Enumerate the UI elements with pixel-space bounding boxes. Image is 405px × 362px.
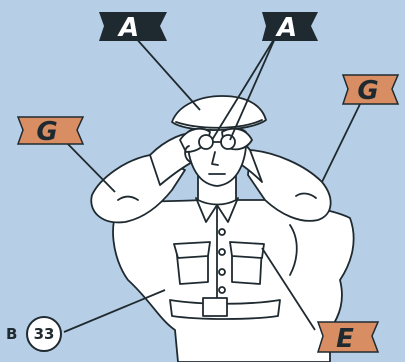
left-pocket-flap [174,242,210,258]
flag-a-left: A [99,12,167,43]
binocular-right-lens [221,135,235,149]
shirt-button [219,269,225,275]
flag-g-left: G [18,117,83,147]
flag-g-left-label: G [36,117,57,147]
flag-a-left-label: A [117,13,139,43]
flag-g-right: G [343,75,398,106]
flag-a-right-label: A [275,13,297,43]
flag-e-bottom: E [318,322,378,354]
right-pocket-flap [230,242,264,258]
shirt-button [219,249,225,255]
shirt-button [219,229,225,235]
binocular-left-lens [199,135,213,149]
badge-number: 33 [34,325,55,343]
belt-buckle [203,298,227,316]
badge-prefix: B [6,325,17,343]
shirt-button [219,287,225,293]
flag-a-right: A [262,12,318,43]
flag-g-right-label: G [357,76,378,106]
flag-e-bottom-label: E [336,324,354,354]
